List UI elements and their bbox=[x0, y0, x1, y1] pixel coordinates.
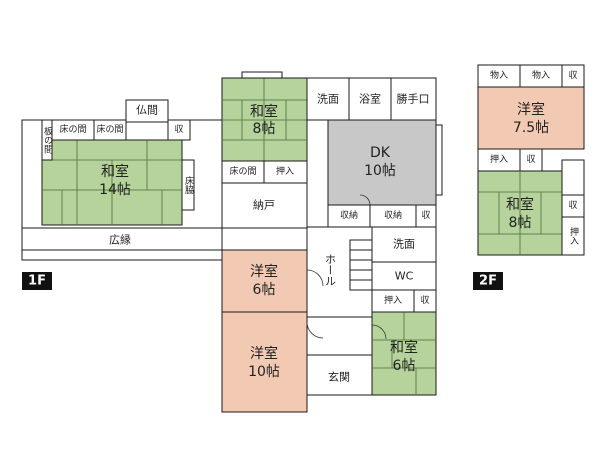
label-washitsu-14-size: 14帖 bbox=[99, 182, 131, 198]
katteguchi bbox=[390, 77, 437, 121]
floor-badge-1f bbox=[22, 272, 52, 290]
label-shu-2f-3: 収 bbox=[568, 199, 577, 211]
window-8-room bbox=[241, 71, 283, 79]
label-youshitsu-6: 洋室 bbox=[250, 263, 278, 280]
label-shuno-2: 収納 bbox=[384, 209, 402, 221]
label-washitsu-6-size: 6帖 bbox=[393, 358, 416, 374]
label-oshiire-1: 押入 bbox=[276, 165, 294, 177]
nando bbox=[221, 182, 308, 229]
tatami-lines-8 bbox=[222, 78, 307, 161]
second-floor: 2F 物入 物入 収 洋室 7.5帖 押入 収 和室 8帖 収 押入 bbox=[473, 64, 585, 290]
youshitsu-75-room bbox=[477, 86, 585, 150]
label-monoire-2: 物入 bbox=[532, 69, 550, 81]
oshiire-2f-2 bbox=[561, 216, 585, 256]
label-youshitsu-10-size: 10帖 bbox=[248, 364, 280, 380]
youshitsu-6-room bbox=[221, 249, 308, 313]
label-shu-1: 収 bbox=[174, 123, 183, 135]
label-ita-no-ma: 板の間 bbox=[42, 125, 53, 154]
label-shu-2: 収 bbox=[421, 209, 430, 221]
dk-window bbox=[435, 124, 443, 196]
first-floor: 1F 仏間 床の間 床の間 収 板の間 床脇 和室 14帖 広縁 和室 8帖 床… bbox=[21, 71, 443, 413]
label-senmen-1: 洗面 bbox=[317, 93, 339, 106]
genkan bbox=[306, 354, 373, 396]
tokowaki bbox=[181, 159, 195, 211]
label-oshiire-2: 押入 bbox=[384, 294, 402, 306]
label-tokonoma-2: 床の間 bbox=[96, 123, 123, 135]
yokushitsu bbox=[348, 77, 392, 121]
floor-label-2f: 2F bbox=[479, 274, 497, 289]
dk-room bbox=[327, 119, 437, 206]
butsuma bbox=[125, 99, 169, 123]
label-washitsu-6: 和室 bbox=[390, 339, 418, 356]
label-yokushitsu: 浴室 bbox=[359, 92, 381, 106]
label-shu-2f-2: 収 bbox=[526, 153, 535, 165]
label-washitsu-8-2f-size: 8帖 bbox=[509, 215, 532, 231]
tokonoma-2 bbox=[93, 119, 127, 141]
label-senmen-2: 洗面 bbox=[393, 238, 415, 251]
label-tokonoma-3: 床の間 bbox=[229, 165, 256, 177]
label-tokowaki: 床脇 bbox=[183, 175, 194, 195]
floor-label-1f: 1F bbox=[28, 274, 46, 289]
stair-2f bbox=[561, 159, 585, 196]
label-shuno-1: 収納 bbox=[340, 209, 358, 221]
closet-1 bbox=[167, 119, 191, 141]
label-tokonoma-1: 床の間 bbox=[59, 123, 86, 135]
youshitsu-10-room bbox=[221, 311, 308, 413]
label-oshiire-2f-2: 押入 bbox=[568, 226, 579, 245]
label-washitsu-8: 和室 bbox=[250, 103, 278, 120]
label-hall: ホール bbox=[324, 253, 337, 286]
label-wc: WC bbox=[395, 270, 414, 283]
label-youshitsu-6-size: 6帖 bbox=[253, 282, 276, 298]
hall bbox=[306, 226, 373, 318]
label-washitsu-14: 和室 bbox=[101, 163, 129, 180]
hiroen-corridor bbox=[21, 227, 223, 251]
label-shu-3: 収 bbox=[420, 294, 429, 306]
tatami-lines-6 bbox=[372, 312, 436, 395]
senmen-2 bbox=[371, 226, 437, 263]
label-butsuma: 仏間 bbox=[136, 104, 158, 117]
label-oshiire-2f-1: 押入 bbox=[490, 153, 508, 165]
label-genkan: 玄関 bbox=[328, 370, 350, 384]
label-washitsu-8-2f: 和室 bbox=[506, 196, 534, 213]
floor-badge-2f bbox=[473, 272, 503, 290]
label-dk: DK bbox=[370, 145, 391, 161]
label-nando: 納戸 bbox=[253, 199, 275, 212]
label-youshitsu-75-size: 7.5帖 bbox=[513, 120, 549, 136]
label-youshitsu-75: 洋室 bbox=[517, 101, 545, 118]
label-youshitsu-10: 洋室 bbox=[250, 345, 278, 362]
label-washitsu-8-size: 8帖 bbox=[253, 121, 276, 137]
label-shu-2f-1: 収 bbox=[568, 69, 577, 81]
label-hiroen: 広縁 bbox=[109, 233, 131, 247]
label-dk-size: 10帖 bbox=[364, 163, 396, 179]
tatami-lines-2f bbox=[478, 171, 562, 255]
label-monoire-1: 物入 bbox=[490, 69, 508, 81]
label-katteguchi: 勝手口 bbox=[397, 92, 430, 106]
tatami-lines-14 bbox=[42, 140, 182, 225]
